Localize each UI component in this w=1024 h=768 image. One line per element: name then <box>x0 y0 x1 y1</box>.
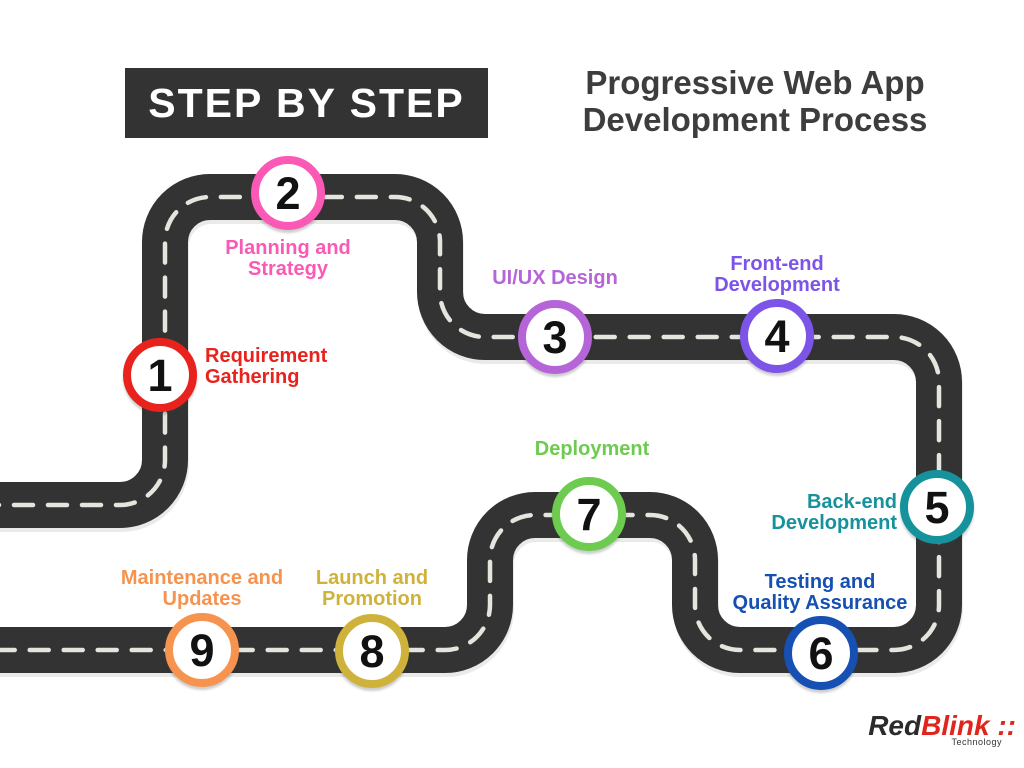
step-4-circle: 4 <box>740 299 814 373</box>
step-7-number: 7 <box>576 488 602 540</box>
step-2-label: Planning and Strategy <box>178 238 398 280</box>
step-1-label-line1: Requirement <box>205 345 328 367</box>
step-9-circle: 9 <box>165 613 239 687</box>
step-7-label-line1: Deployment <box>534 438 650 460</box>
step-8-circle: 8 <box>335 614 409 688</box>
step-by-step-badge: STEP BY STEP <box>125 68 488 138</box>
step-8-label: Launch and Promotion <box>262 568 482 610</box>
step-4-label-line1: Front-end <box>730 253 824 275</box>
step-3-number: 3 <box>542 311 568 363</box>
step-5-label-line1: Back-end <box>806 491 897 513</box>
step-4-number: 4 <box>764 310 790 362</box>
step-1-label: Requirement Gathering <box>205 346 405 388</box>
step-3-circle: 3 <box>518 300 592 374</box>
step-6-number: 6 <box>808 627 834 679</box>
step-9-label-line2: Updates <box>162 588 242 610</box>
step-6-label: Testing and Quality Assurance <box>700 572 940 614</box>
step-3-label-line1: UI/UX Design <box>492 267 618 289</box>
step-4-label: Front-end Development <box>667 254 887 296</box>
page-title-line2: Development Process <box>582 101 928 138</box>
step-5-circle: 5 <box>900 470 974 544</box>
step-9-label: Maintenance and Updates <box>92 568 312 610</box>
step-5-label: Back-end Development <box>677 492 897 534</box>
step-8-label-line1: Launch and <box>315 567 429 589</box>
step-1-circle: 1 <box>123 338 197 412</box>
step-6-label-line2: Quality Assurance <box>732 592 908 614</box>
step-6-circle: 6 <box>784 616 858 690</box>
page-title-line1: Progressive Web App <box>585 64 925 101</box>
step-1-number: 1 <box>147 349 173 401</box>
redblink-logo: RedBlink :: Technology <box>860 712 1016 748</box>
step-8-number: 8 <box>359 625 385 677</box>
step-9-label-line1: Maintenance and <box>120 567 284 589</box>
step-4-label-line2: Development <box>714 274 840 296</box>
step-3-label: UI/UX Design <box>445 268 665 289</box>
logo-part-blink: Blink <box>921 710 990 741</box>
step-1-label-line2: Gathering <box>205 366 300 388</box>
step-8-label-line2: Promotion <box>322 588 422 610</box>
redblink-logo-subtext: Technology <box>951 737 1002 747</box>
step-6-label-line1: Testing and <box>764 571 876 593</box>
step-2-label-line1: Planning and <box>225 237 351 259</box>
step-2-circle: 2 <box>251 156 325 230</box>
step-9-number: 9 <box>189 624 215 676</box>
page-title: Progressive Web App Development Process <box>545 64 965 138</box>
step-2-label-line2: Strategy <box>247 258 329 280</box>
step-7-label: Deployment <box>482 439 702 460</box>
logo-part-red: Red <box>868 710 922 741</box>
step-5-number: 5 <box>924 481 950 533</box>
step-2-number: 2 <box>275 167 301 219</box>
step-7-circle: 7 <box>552 477 626 551</box>
redblink-logo-wordmark: RedBlink :: <box>860 712 1016 740</box>
step-5-label-line2: Development <box>771 512 897 534</box>
logo-colon-mark: :: <box>997 710 1016 741</box>
